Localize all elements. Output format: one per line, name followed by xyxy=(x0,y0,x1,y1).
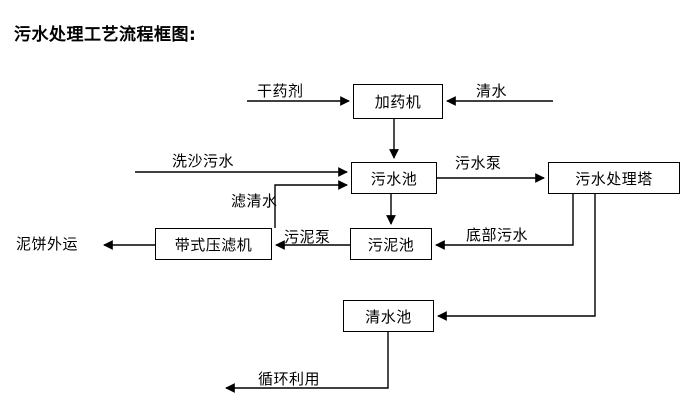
node-clear-water-pool-label: 清水池 xyxy=(365,307,412,326)
node-wastewater-pool-label: 污水池 xyxy=(370,169,418,188)
edge-bottom-wastewater-to-sludge-pool xyxy=(435,194,574,250)
edge-treatment-tower-to-clear-water-pool xyxy=(437,194,596,321)
node-sludge-pool-label: 污泥池 xyxy=(367,235,415,254)
terminal-clean-water: 清水 xyxy=(476,82,508,100)
terminal-sand-wash-wastewater: 洗沙污水 xyxy=(172,152,235,170)
node-dosing-machine-label: 加药机 xyxy=(374,93,422,111)
terminal-dry-chemical: 干药剂 xyxy=(257,82,304,100)
edge-label-recycle-use: 循环利用 xyxy=(258,370,321,388)
terminal-mud-cake-out: 泥饼外运 xyxy=(16,235,79,253)
edge-label-wastewater-pump: 污水泵 xyxy=(455,154,502,172)
node-wastewater-pool: 污水池 xyxy=(351,162,437,194)
edge-filtered-water-to-wastewater-pool xyxy=(274,180,348,228)
node-dosing-machine: 加药机 xyxy=(353,84,443,119)
edge-label-bottom-wastewater: 底部污水 xyxy=(466,226,529,244)
node-treatment-tower-label: 污水处理塔 xyxy=(575,169,653,188)
edge-label-filtered-water: 滤清水 xyxy=(231,192,278,210)
node-belt-filter-press: 带式压滤机 xyxy=(155,228,272,260)
node-treatment-tower: 污水处理塔 xyxy=(548,162,680,194)
node-sludge-pool: 污泥池 xyxy=(350,228,432,260)
edge-clear-water-pool-to-recycle xyxy=(225,332,389,393)
page-title: 污水处理工艺流程框图: xyxy=(14,25,197,45)
node-belt-filter-press-label: 带式压滤机 xyxy=(174,235,253,254)
node-clear-water-pool: 清水池 xyxy=(343,300,434,332)
edge-label-sludge-pump: 污泥泵 xyxy=(284,228,331,246)
